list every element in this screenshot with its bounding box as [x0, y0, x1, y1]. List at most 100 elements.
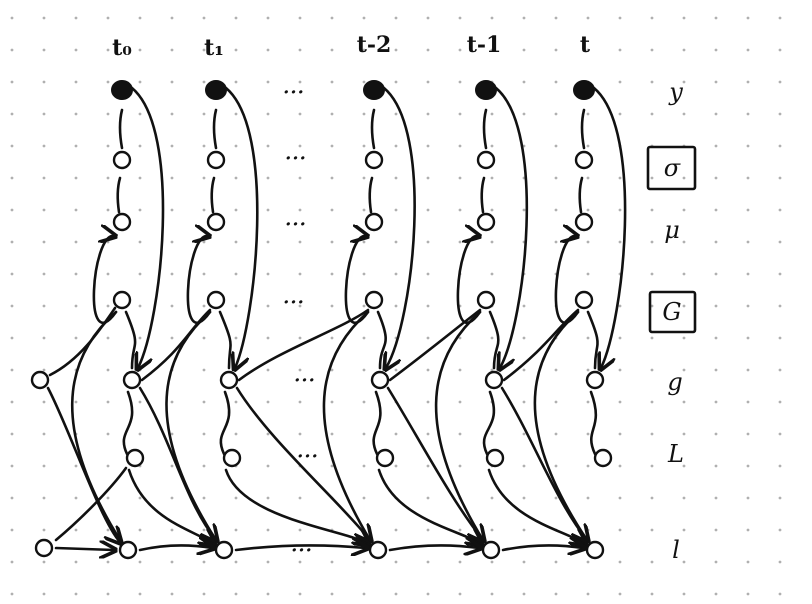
edge-l-to-G-t-1 [434, 310, 485, 542]
time-label-t-minus-2: t-2 [357, 32, 392, 58]
node-g-t [585, 370, 605, 390]
node-l-t1 [214, 540, 234, 560]
node-mu-t-1 [476, 212, 496, 232]
row-label-g: g [667, 368, 682, 396]
node-y-t0 [111, 80, 133, 100]
node-y-t1 [205, 80, 227, 100]
node-L-t [593, 448, 613, 468]
node-y-t-1 [475, 80, 497, 100]
edge-G-to-g-t-1 [488, 310, 500, 370]
edge-g-to-next-l-t-1 [500, 386, 587, 540]
edge-G-to-g-t0 [124, 310, 137, 370]
edge-y-to-g-t-1 [494, 86, 529, 368]
node-l-t-2 [368, 540, 388, 560]
node-g-t-2 [370, 370, 390, 390]
edge-y-to-g-t-2 [384, 86, 416, 368]
edge-G-to-g-t-2 [376, 310, 387, 370]
edge-g-to-next-G-t-2 [388, 308, 482, 382]
edge-sigma-to-y-t-2 [370, 108, 376, 150]
node-G-t-2 [364, 290, 384, 310]
row-label-y: y [668, 78, 683, 106]
ellipsis-row-G: ··· [283, 292, 305, 313]
node-l-t-1 [481, 540, 501, 560]
edge-mu-to-sigma-t-2 [368, 176, 374, 214]
node-g-t0 [122, 370, 142, 390]
node-l-t0 [118, 540, 138, 560]
node-y-t [573, 80, 595, 100]
node-sigma-t0 [112, 150, 132, 170]
edge-l-to-G-t-2 [322, 310, 372, 542]
node-l-t [585, 540, 605, 560]
ellipsis-row-y: ··· [283, 82, 305, 103]
edge-sigma-to-y-t [580, 108, 586, 150]
edge-sigma-to-y-t0 [118, 108, 124, 150]
row-label-sigma-box [646, 145, 697, 191]
edge-sigma-to-y-t1 [212, 108, 218, 150]
node-g-initial [30, 370, 50, 390]
node-L-t-1 [485, 448, 505, 468]
edge-y-to-g-t0 [130, 86, 165, 368]
node-L-t0 [125, 448, 145, 468]
edge-l-to-next-l-t0 [138, 545, 212, 550]
time-label-t0: t₀ [112, 35, 132, 61]
node-sigma-t-1 [476, 150, 496, 170]
row-labels: y σ μ G g L l [646, 78, 697, 564]
node-g-t-1 [484, 370, 504, 390]
edge-L-to-next-l-t1 [224, 468, 368, 544]
node-mu-t-2 [364, 212, 384, 232]
edge-l-to-G-t1 [165, 310, 218, 542]
ellipsis-row-sigma: ··· [285, 148, 307, 169]
edge-l-to-G-t0 [70, 310, 122, 542]
node-mu-t1 [206, 212, 226, 232]
ellipsis-row-l: ··· [291, 540, 313, 561]
edge-g-to-next-G-t1 [237, 308, 370, 382]
node-G-t0 [112, 290, 132, 310]
edge-layer [46, 86, 627, 550]
row-label-G: G [662, 298, 681, 326]
time-label-t: t [580, 32, 591, 58]
edge-G-to-g-t [586, 310, 599, 370]
edge-g-initial-to-l-t0 [46, 386, 120, 542]
node-mu-t0 [112, 212, 132, 232]
node-sigma-t [574, 150, 594, 170]
edge-G-to-g-t1 [218, 310, 232, 370]
node-mu-t [574, 212, 594, 232]
node-G-t [574, 290, 594, 310]
node-G-t1 [206, 290, 226, 310]
edge-l-to-G-t [533, 310, 589, 542]
edge-g-to-L-t0 [122, 390, 134, 456]
edge-g-initial-to-G-t0 [48, 306, 117, 377]
time-labels: t₀ t₁ t-2 t-1 t [112, 32, 591, 61]
node-L-t1 [222, 448, 242, 468]
row-label-sigma: σ [664, 154, 681, 182]
row-label-G-box [648, 290, 697, 334]
edge-L-to-next-l-t-1 [487, 468, 585, 544]
dot-grid-background [10, 16, 782, 596]
row-label-mu: μ [664, 216, 680, 244]
ellipsis-marks: ··· ··· ··· ··· ··· ··· ··· [283, 82, 319, 561]
node-layer [30, 80, 613, 560]
edge-mu-to-sigma-t-1 [480, 176, 486, 214]
node-sigma-t-2 [364, 150, 384, 170]
ellipsis-row-mu: ··· [285, 214, 307, 235]
edge-L-to-next-l-t0 [127, 468, 214, 544]
edge-g-to-L-t-2 [372, 390, 382, 456]
edge-g-to-L-t-1 [482, 390, 496, 456]
node-sigma-t1 [206, 150, 226, 170]
edge-l-to-next-l-t1 [234, 545, 366, 550]
edge-sigma-to-y-t-1 [482, 108, 488, 150]
edge-g-to-L-t1 [219, 390, 231, 456]
node-l-initial [34, 538, 54, 558]
node-G-t-1 [476, 290, 496, 310]
edge-G-to-mu-t-1 [456, 236, 480, 324]
ellipsis-row-L: ··· [297, 446, 319, 467]
row-label-l: l [672, 536, 680, 564]
edge-l-to-next-l-t-2 [388, 545, 479, 550]
time-label-t-minus-1: t-1 [467, 32, 502, 58]
edge-y-to-g-t [592, 86, 627, 368]
edge-l-initial-to-L-t0 [54, 466, 128, 542]
edge-mu-to-sigma-t [578, 176, 584, 214]
edge-g-to-next-l-t1 [235, 386, 370, 540]
row-label-L: L [667, 440, 684, 468]
